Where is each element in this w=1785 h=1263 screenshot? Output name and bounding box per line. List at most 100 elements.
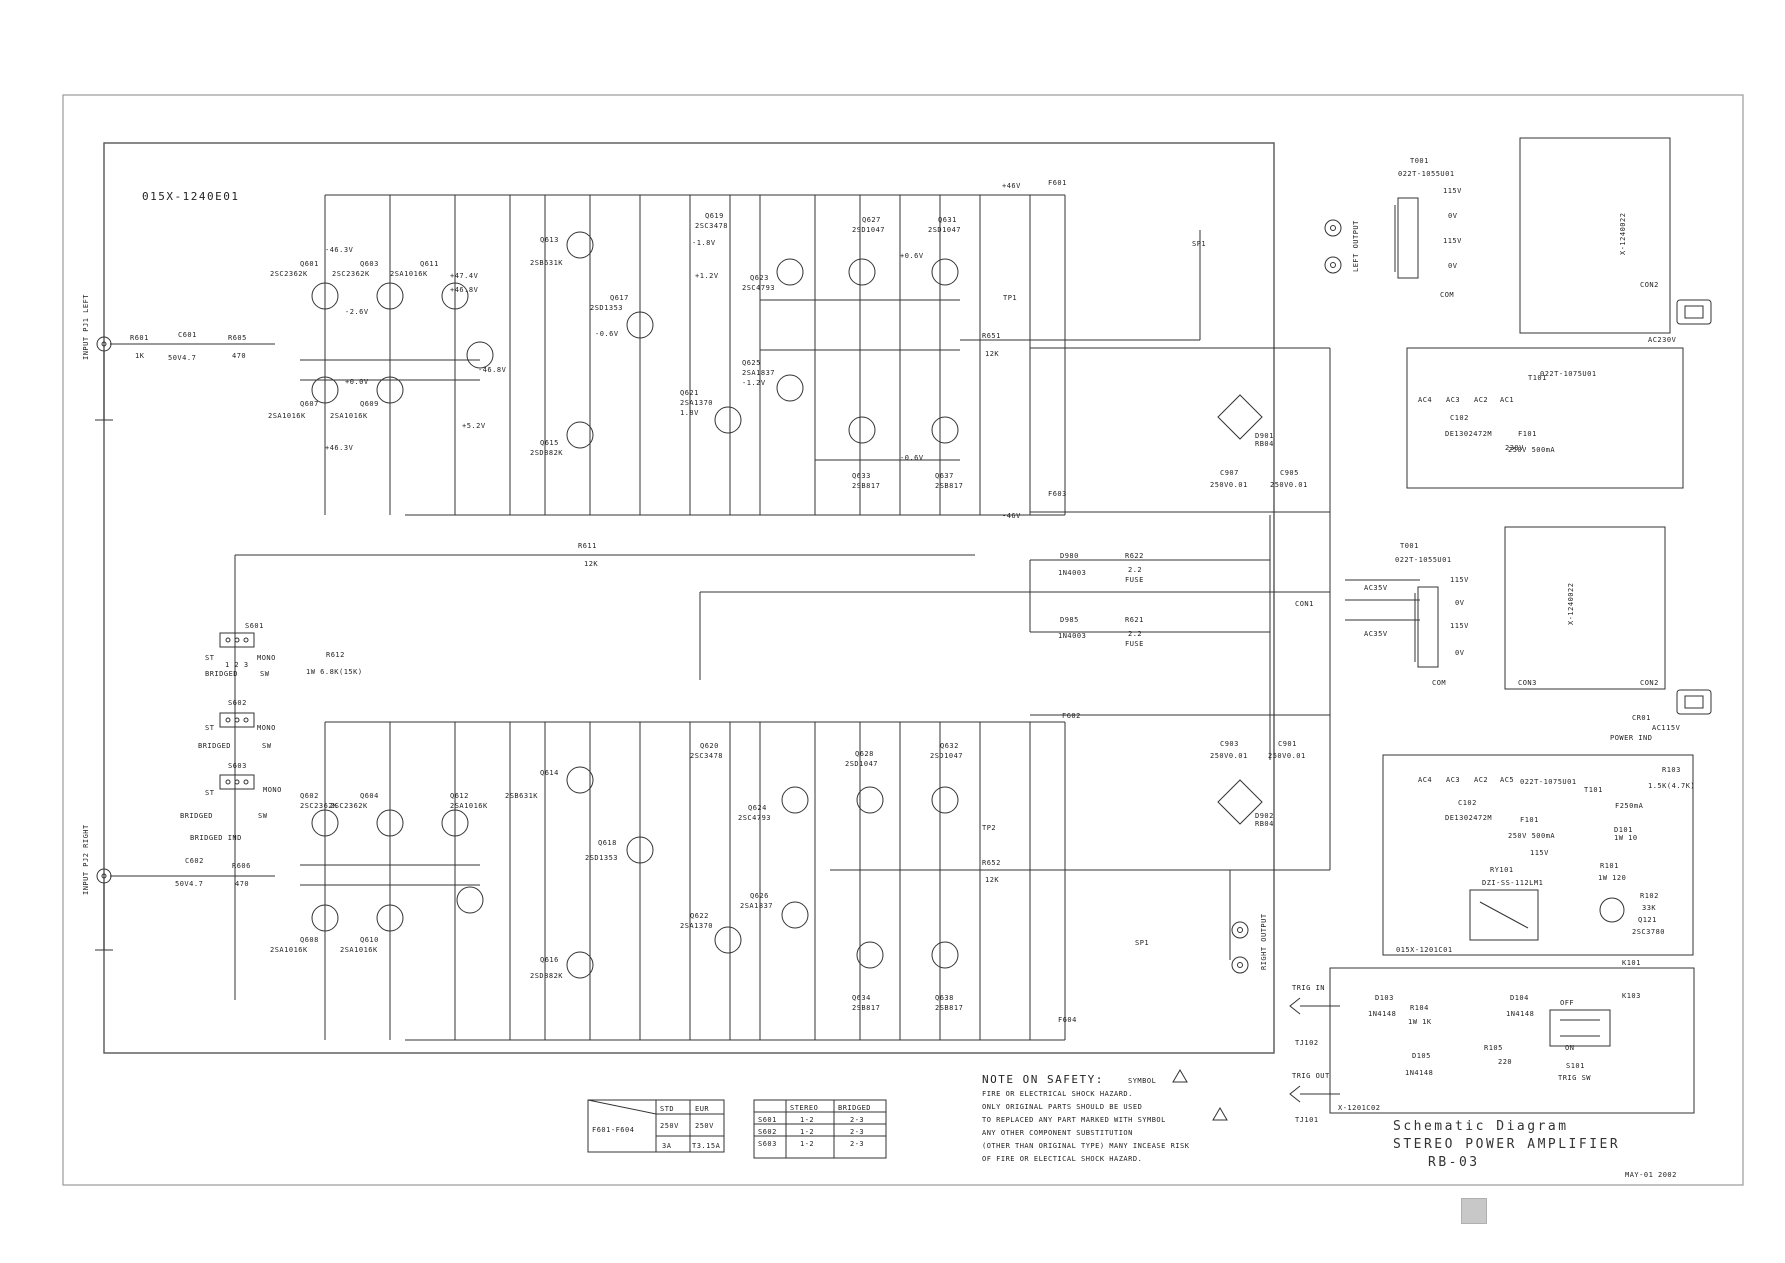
component-label: F101	[1518, 430, 1537, 438]
component-label: -0.6V	[900, 454, 924, 462]
ac-inlet-115v[interactable]	[1676, 689, 1712, 715]
switch-s602[interactable]	[219, 712, 255, 728]
component-label: F601-F604	[592, 1126, 634, 1134]
fuse-table: STD EUR F601-F604 250V 250V 3A T3.15A	[587, 1099, 725, 1153]
component-label: +46.8V	[450, 286, 479, 294]
trigger-board	[1329, 967, 1695, 1114]
component-label: 250V 500mA	[1508, 832, 1555, 840]
center-bus-wiring	[234, 348, 1420, 1000]
ac-inlet-230v[interactable]	[1676, 299, 1712, 325]
trig-in-jack[interactable]	[1289, 997, 1340, 1015]
component-label: Q633	[852, 472, 871, 480]
amp-board-outline	[103, 142, 1275, 1054]
component-label: 2.2	[1128, 630, 1142, 638]
component-label: T001	[1400, 542, 1419, 550]
component-label: D901	[1255, 432, 1274, 440]
switch-s601[interactable]	[219, 632, 255, 648]
left-channel-wiring	[110, 194, 1330, 516]
page-indicator[interactable]	[1461, 1198, 1487, 1224]
trig-out-jack[interactable]	[1289, 1085, 1340, 1103]
component-label: OFF	[1560, 999, 1574, 1007]
component-label: 2-3	[850, 1116, 864, 1124]
component-label: +5.2V	[462, 422, 486, 430]
component-label: R651	[982, 332, 1001, 340]
component-label: 2SD1047	[852, 226, 885, 234]
component-label: 115V	[1450, 622, 1469, 630]
component-label: C905	[1280, 469, 1299, 477]
component-label: T101	[1584, 786, 1603, 794]
component-label: Q601	[300, 260, 319, 268]
component-label: 1 2 3	[225, 661, 249, 669]
component-label: AC4	[1418, 776, 1432, 784]
component-label: C907	[1220, 469, 1239, 477]
output-jack-right[interactable]	[1231, 921, 1249, 974]
input-right-label: INPUT PJ2 RIGHT	[82, 824, 90, 895]
component-label: 2SA1016K	[270, 946, 308, 954]
component-label: FUSE	[1125, 640, 1144, 648]
component-label: Q638	[935, 994, 954, 1002]
input-jack-left[interactable]	[95, 336, 113, 421]
component-label: TP1	[1003, 294, 1017, 302]
component-label: R105	[1484, 1044, 1503, 1052]
component-label: Q618	[598, 839, 617, 847]
component-label: S101	[1566, 1062, 1585, 1070]
component-label: 250V0.01	[1210, 481, 1248, 489]
component-label: AC230V	[1648, 336, 1677, 344]
component-label: 115V	[1530, 849, 1549, 857]
component-label: S601	[758, 1116, 777, 1124]
component-label: 2SA1016K	[450, 802, 488, 810]
component-label: AC3	[1446, 396, 1460, 404]
component-label: 1N4148	[1405, 1069, 1433, 1077]
component-label: Q609	[360, 400, 379, 408]
component-label: Q632	[940, 742, 959, 750]
component-label: TJ101	[1295, 1116, 1319, 1124]
component-label: FUSE	[1125, 576, 1144, 584]
component-label: 115V	[1443, 237, 1462, 245]
component-label: -46V	[1002, 512, 1021, 520]
component-label: R605	[228, 334, 247, 342]
component-label: 2SD1353	[585, 854, 618, 862]
component-label: BRIDGED	[838, 1104, 871, 1112]
component-label: K103	[1622, 992, 1641, 1000]
component-label: 2SA1016K	[390, 270, 428, 278]
bridge-rectifier-bottom	[1217, 779, 1263, 825]
component-label: X-1240022	[1567, 583, 1575, 625]
output-right-label: RIGHT OUTPUT	[1260, 913, 1268, 970]
center-protection-labels: R611 12K R612 1W 6.8K(15K) D980 1N4003 D…	[306, 542, 1387, 676]
component-label: TRIG IN	[1292, 984, 1325, 992]
component-label: 2SA1837	[742, 369, 775, 377]
component-label: TRIG OUT	[1292, 1072, 1330, 1080]
component-label: ST	[205, 654, 215, 662]
component-label: D104	[1510, 994, 1529, 1002]
relay-ry101	[1469, 889, 1539, 941]
component-label: F603	[1048, 490, 1067, 498]
component-label: Q612	[450, 792, 469, 800]
component-label: STEREO	[790, 1104, 818, 1112]
output-jack-left[interactable]	[1324, 219, 1342, 274]
input-jack-right[interactable]	[95, 868, 113, 951]
component-label: Q620	[700, 742, 719, 750]
component-label: CON2	[1640, 281, 1659, 289]
component-label: 2SC2362K	[270, 270, 308, 278]
component-label: 022T-1055U01	[1395, 556, 1452, 564]
component-label: SP1	[1192, 240, 1206, 248]
component-label: D985	[1060, 616, 1079, 624]
component-label: AC2	[1474, 776, 1488, 784]
bridge-rectifier-top	[1217, 394, 1263, 440]
input-left-label: INPUT PJ1 LEFT	[82, 294, 90, 360]
trig-switch-s101[interactable]	[1549, 1009, 1611, 1047]
switch-s603[interactable]	[219, 774, 255, 790]
component-label: T101	[1528, 374, 1547, 382]
component-label: Q621	[680, 389, 699, 397]
component-label: COM	[1432, 679, 1446, 687]
component-label: S603	[228, 762, 247, 770]
component-label: R612	[326, 651, 345, 659]
component-label: NOTE ON SAFETY:	[982, 1073, 1104, 1086]
component-label: ONLY ORIGINAL PARTS SHOULD BE USED	[982, 1103, 1142, 1111]
component-label: EUR	[695, 1105, 709, 1113]
component-label: MONO	[263, 786, 282, 794]
component-label: FIRE OR ELECTRICAL SHOCK HAZARD.	[982, 1090, 1133, 1098]
component-label: S602	[758, 1128, 777, 1136]
component-label: 2.2	[1128, 566, 1142, 574]
component-label: F602	[1062, 712, 1081, 720]
